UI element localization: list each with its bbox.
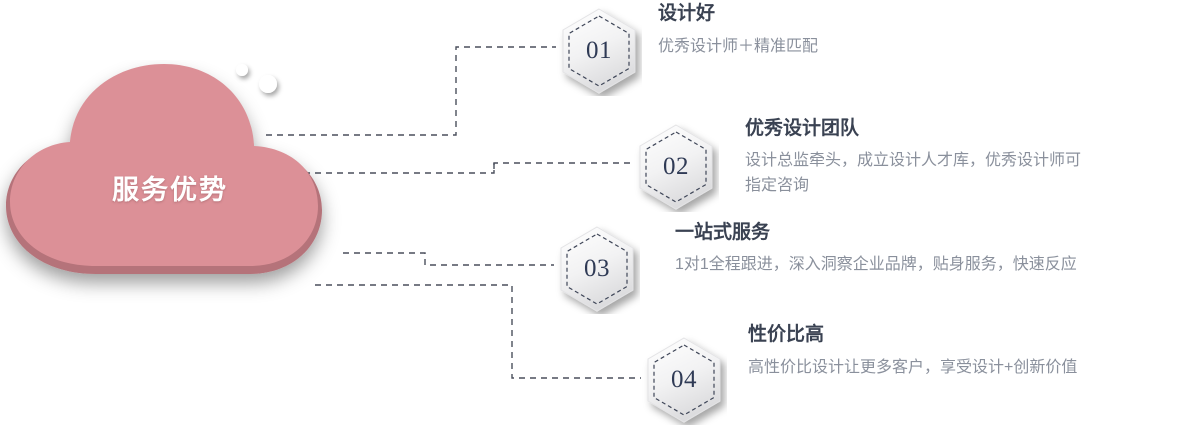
hex-number-01: 01 <box>586 37 612 64</box>
item-body-01: 优秀设计师＋精准匹配 <box>658 37 819 55</box>
cloud-shape: 服务优势 <box>0 60 360 320</box>
cloud-label: 服务优势 <box>112 175 228 205</box>
item-body-03: 1对1全程跟进，深入洞察企业品牌，贴身服务，快速反应 <box>675 255 1077 273</box>
hex-number-02: 02 <box>663 153 689 180</box>
connector-line-04 <box>315 284 641 379</box>
item-text-02: 优秀设计团队 设计总监牵头，成立设计人才库，优秀设计师可指定咨询 <box>745 117 1087 198</box>
item-text-01: 设计好 优秀设计师＋精准匹配 <box>658 2 818 60</box>
item-text-03: 一站式服务 1对1全程跟进，深入洞察企业品牌，贴身服务，快速反应 <box>675 221 1077 278</box>
item-heading-03: 一站式服务 <box>675 222 771 243</box>
hex-number-04: 04 <box>671 366 697 393</box>
hex-badge-02[interactable]: 02 <box>633 122 719 212</box>
item-heading-04: 性价比高 <box>748 324 825 345</box>
item-heading-02: 优秀设计团队 <box>745 118 860 139</box>
cloud-bubbles <box>236 64 277 93</box>
hex-badge-01[interactable]: 01 <box>556 6 642 96</box>
item-text-04: 性价比高 高性价比设计让更多客户，享受设计+创新价值 <box>748 323 1077 381</box>
item-heading-01: 设计好 <box>658 3 716 24</box>
connector-line-03 <box>343 252 554 266</box>
connector-line-02 <box>282 162 633 174</box>
item-body-02: 设计总监牵头，成立设计人才库，优秀设计师可指定咨询 <box>745 151 1082 194</box>
hex-badge-04[interactable]: 04 <box>641 335 727 425</box>
hex-number-03: 03 <box>584 255 610 282</box>
connector-line-01 <box>266 46 556 136</box>
cloud-body <box>10 64 318 266</box>
hex-badge-03[interactable]: 03 <box>554 224 640 314</box>
item-body-04: 高性价比设计让更多客户，享受设计+创新价值 <box>748 358 1078 376</box>
